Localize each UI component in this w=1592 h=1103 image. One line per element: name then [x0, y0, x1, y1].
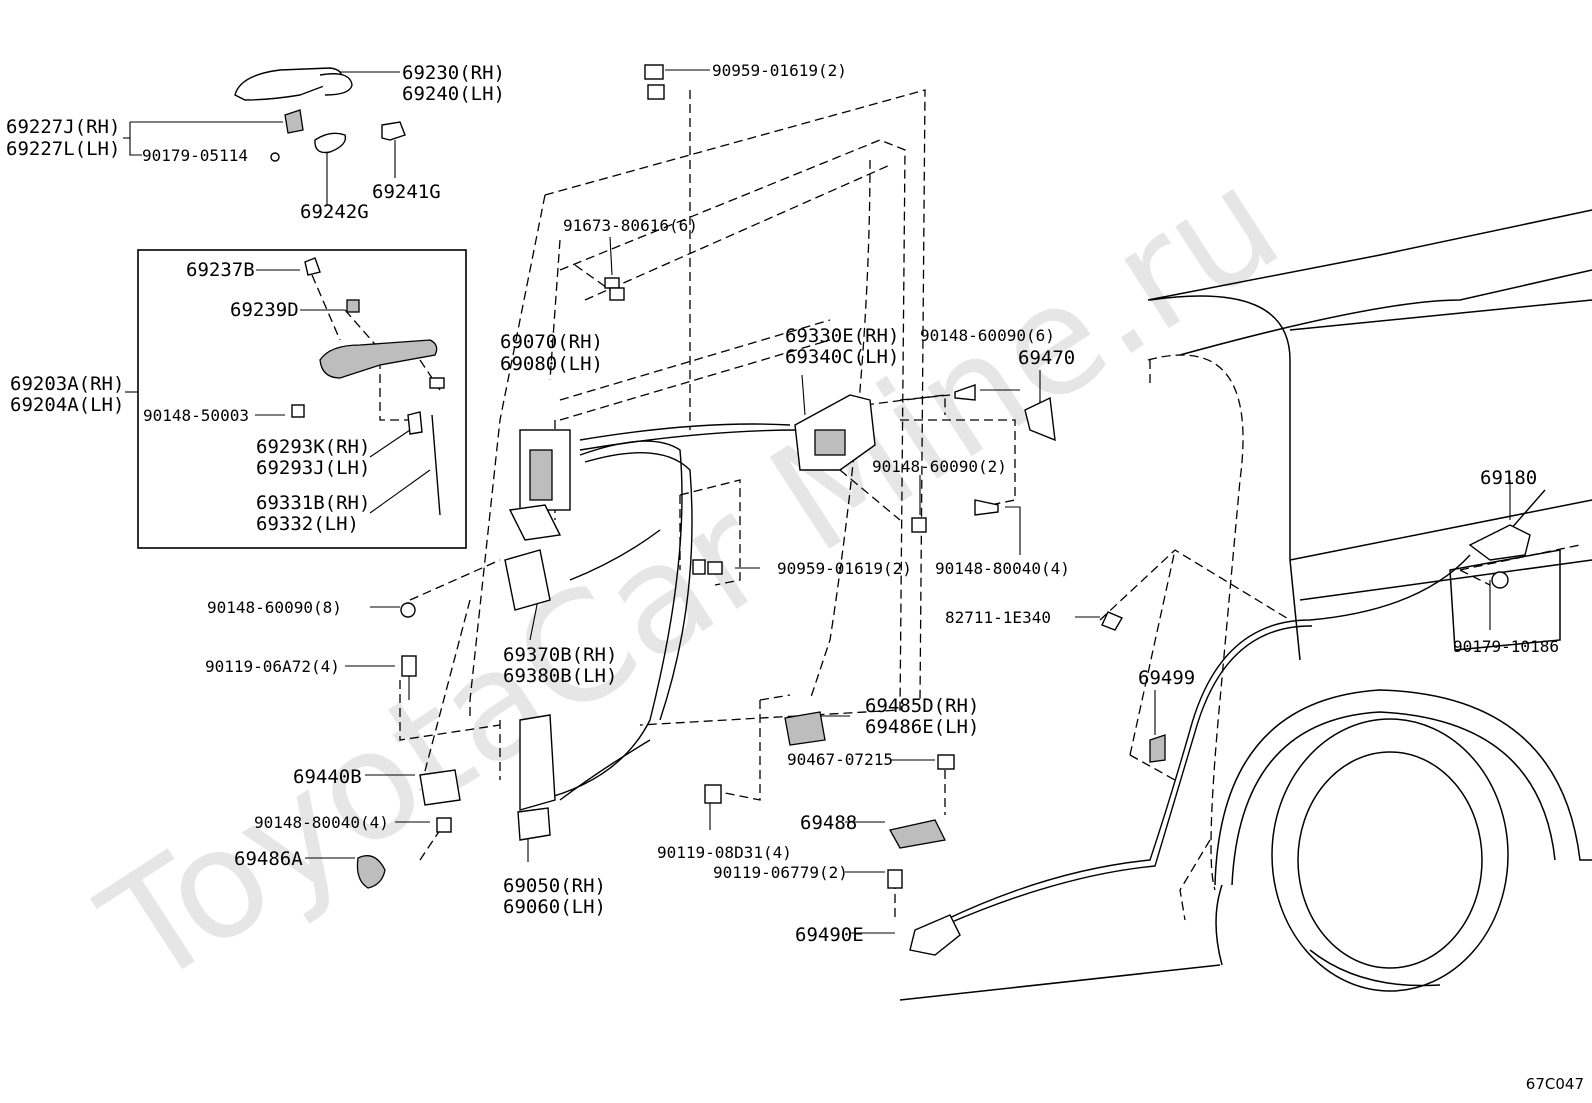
part-clip-90959-mid: [692, 559, 723, 575]
label-69230: 69230(RH): [402, 62, 505, 84]
label-90148-50003: 90148-50003: [143, 406, 249, 425]
label-69340C: 69340C(LH): [785, 346, 899, 368]
part-outside-handle: [234, 67, 353, 101]
label-69332: 69332(LH): [256, 513, 359, 535]
label-90119-06A72: 90119-06A72(4): [205, 657, 340, 676]
label-69070: 69070(RH): [500, 331, 603, 353]
label-69485D: 69485D(RH): [865, 695, 979, 717]
diagram-code: 67C047: [1525, 1075, 1584, 1093]
part-69293-clip: [407, 411, 423, 435]
label-90119-06779: 90119-06779(2): [713, 863, 848, 882]
part-69488: [889, 819, 946, 849]
label-90959-01619-top: 90959-01619(2): [712, 61, 847, 80]
part-82711: [1101, 611, 1124, 631]
label-69227J: 69227J(RH): [6, 116, 120, 138]
part-bolt-handle: [291, 377, 445, 418]
part-screw-90179-05114: [270, 152, 280, 162]
label-69060: 69060(LH): [503, 896, 606, 918]
part-labels: 69230(RH) 69240(LH) 69227J(RH) 69227L(LH…: [6, 61, 1559, 946]
label-90148-80040-a: 90148-80040(4): [935, 559, 1070, 578]
part-69490E: [909, 914, 961, 956]
label-90148-60090-6: 90148-60090(6): [920, 326, 1055, 345]
part-handle-cover-rh-lh: [284, 109, 304, 134]
part-screw-90148-60090-6: [954, 384, 976, 401]
part-clip-90959-top: [644, 64, 665, 100]
part-bolt-90119-06A72: [401, 655, 417, 700]
watermark: ToyotaCar Mine.ru: [74, 135, 1309, 1021]
part-69241G: [381, 121, 406, 141]
part-69470: [1024, 396, 1056, 442]
part-bolt-90119-06779: [887, 869, 903, 889]
part-69331-rod: [431, 414, 441, 516]
body-opening-dashed: [1147, 354, 1244, 921]
label-69239D: 69239D: [230, 299, 299, 321]
label-90467-07215: 90467-07215: [787, 750, 893, 769]
label-90119-08D31: 90119-08D31(4): [657, 843, 792, 862]
part-90179-10186: [1491, 571, 1509, 589]
label-90148-80040-b: 90148-80040(4): [254, 813, 389, 832]
label-69440B: 69440B: [293, 766, 362, 788]
label-69241G: 69241G: [372, 181, 441, 203]
part-69499: [1149, 734, 1166, 763]
part-69440B: [419, 769, 461, 806]
label-69470: 69470: [1018, 347, 1075, 369]
label-69330E: 69330E(RH): [785, 325, 899, 347]
label-69293J: 69293J(LH): [256, 457, 370, 479]
label-91673-80616: 91673-80616(6): [563, 216, 698, 235]
label-69203A: 69203A(RH): [10, 373, 124, 395]
label-90148-60090-8: 90148-60090(8): [207, 598, 342, 617]
part-handle-frame: [319, 339, 438, 379]
part-69242G: [314, 132, 347, 154]
label-69293K: 69293K(RH): [256, 436, 370, 458]
label-69486A: 69486A: [234, 848, 303, 870]
label-69180: 69180: [1480, 467, 1537, 489]
label-69237B: 69237B: [186, 259, 255, 281]
part-screw-90148-80040: [974, 499, 999, 516]
part-69237B: [304, 257, 321, 276]
label-69488: 69488: [800, 812, 857, 834]
label-90148-60090-2: 90148-60090(2): [872, 457, 1007, 476]
label-69227L: 69227L(LH): [6, 138, 120, 160]
label-90959-01619-mid: 90959-01619(2): [777, 559, 912, 578]
label-69331B: 69331B(RH): [256, 492, 370, 514]
label-69204A: 69204A(LH): [10, 394, 124, 416]
part-bolt-91673: [604, 277, 625, 301]
label-69050: 69050(RH): [503, 875, 606, 897]
part-screw-90148-60090-8: [400, 602, 416, 618]
label-69080: 69080(LH): [500, 353, 603, 375]
label-90179-05114: 90179-05114: [142, 146, 248, 165]
label-69499: 69499: [1138, 667, 1195, 689]
door-cables: [539, 423, 1546, 926]
part-69330-remote-control: [794, 394, 876, 471]
label-82711-1E340: 82711-1E340: [945, 608, 1051, 627]
part-clip-90467: [937, 754, 955, 770]
label-69370B: 69370B(RH): [503, 644, 617, 666]
label-69490E: 69490E: [795, 924, 864, 946]
label-69380B: 69380B(LH): [503, 665, 617, 687]
part-69370-striker: [504, 549, 551, 611]
part-69180: [1468, 524, 1531, 561]
part-bolt-90119-08D31: [704, 784, 722, 804]
part-69485-bumper: [784, 711, 826, 746]
part-69070-lock: [508, 429, 571, 541]
label-69486E: 69486E(LH): [865, 716, 979, 738]
part-69239D: [346, 299, 360, 313]
part-screw-90148-80040-b: [436, 817, 452, 833]
label-69242G: 69242G: [300, 201, 369, 223]
label-69240: 69240(LH): [402, 83, 505, 105]
handle-assembly-callout-box: [137, 249, 467, 549]
label-90179-10186: 90179-10186: [1453, 637, 1559, 656]
part-69486A: [356, 855, 386, 889]
part-69050-hinge: [517, 714, 556, 841]
part-screw-90148-60090-2: [911, 517, 927, 533]
